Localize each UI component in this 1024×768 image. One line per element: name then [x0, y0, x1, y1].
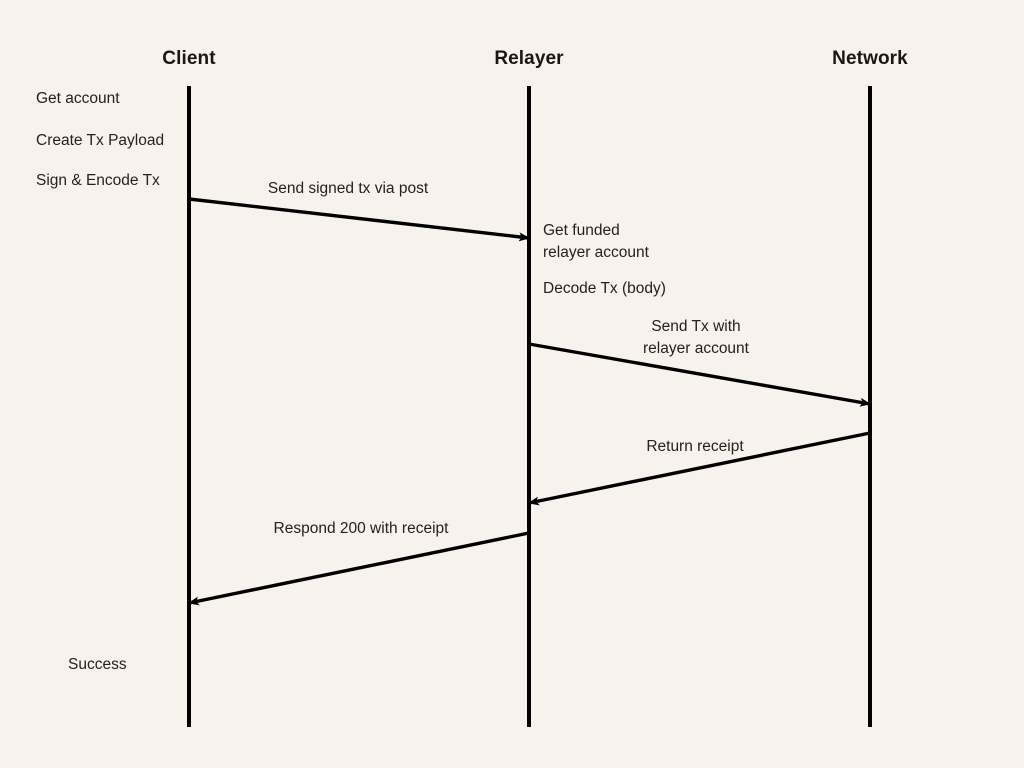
- participant-title-network: Network: [832, 48, 908, 69]
- msg-respond-200-label: Respond 200 with receipt: [273, 520, 449, 537]
- note-sign-encode: Sign & Encode Tx: [36, 172, 160, 189]
- msg-return-receipt-label: Return receipt: [646, 438, 744, 455]
- note-success: Success: [68, 656, 127, 673]
- note-get-funded: Get funded relayer account: [543, 222, 649, 261]
- note-decode-tx: Decode Tx (body): [543, 280, 666, 297]
- note-create-payload: Create Tx Payload: [36, 132, 165, 149]
- participant-title-relayer: Relayer: [494, 48, 564, 69]
- participant-title-client: Client: [162, 48, 216, 69]
- msg-send-signed-tx-label: Send signed tx via post: [267, 180, 429, 197]
- note-get-account: Get account: [36, 90, 120, 107]
- msg-return-receipt-line: [528, 431, 871, 506]
- msg-send-tx-relayer-account-line: [528, 342, 871, 407]
- msg-send-signed-tx-line: [188, 197, 530, 242]
- message-arrows-group: [188, 197, 871, 606]
- msg-respond-200-line: [188, 531, 530, 606]
- msg-send-tx-relayer-account-label: Send Tx with relayer account: [643, 318, 749, 357]
